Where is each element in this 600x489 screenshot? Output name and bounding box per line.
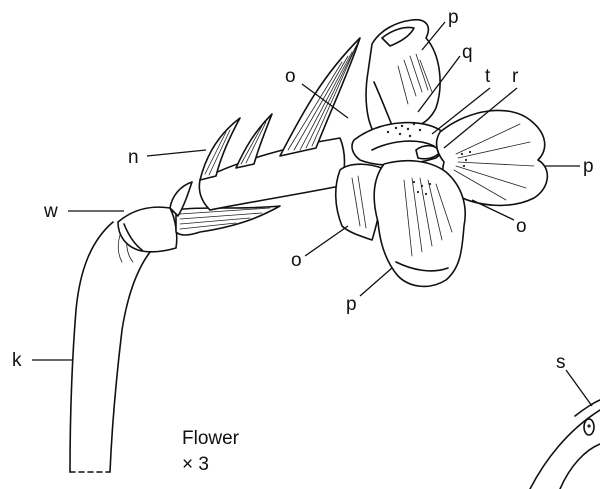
throat-lip — [352, 123, 443, 166]
caption-scale: × 3 — [182, 454, 209, 475]
label-r: r — [512, 66, 519, 87]
label-p-top: p — [448, 7, 459, 28]
label-p-bottom: p — [346, 294, 357, 315]
label-o-top: o — [285, 66, 296, 87]
stem — [70, 222, 150, 472]
label-o-right: o — [516, 216, 527, 237]
lower-petal — [374, 161, 465, 287]
caption: Flower × 3 — [182, 428, 240, 475]
upper-petal — [366, 20, 440, 138]
label-t: t — [485, 66, 491, 87]
label-k: k — [12, 350, 22, 371]
label-n: n — [128, 147, 139, 168]
label-o-lower: o — [291, 250, 302, 271]
leader-lines — [32, 22, 592, 406]
label-q: q — [462, 42, 473, 63]
secondary-figure-fragment — [530, 400, 600, 489]
label-p-right: p — [583, 156, 594, 177]
label-s: s — [556, 352, 566, 373]
caption-title: Flower — [182, 428, 240, 449]
label-w: w — [43, 201, 58, 222]
